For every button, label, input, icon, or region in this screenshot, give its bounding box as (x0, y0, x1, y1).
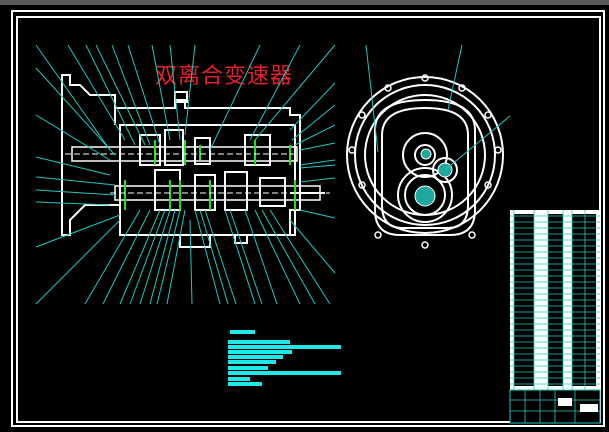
leader-lines (35, 44, 336, 305)
title-block (509, 389, 601, 424)
end-view (346, 76, 504, 236)
end-view-leaders (365, 44, 511, 171)
centerlines (65, 153, 330, 194)
technical-requirements-text (228, 330, 341, 386)
end-view-bolts (348, 74, 502, 249)
drawing-title: 双离合变速器 (155, 64, 294, 89)
section-gear-highlights (124, 140, 296, 210)
top-toolbar-strip (0, 0, 609, 5)
parts-list-table (510, 210, 600, 390)
drawing-border-outer (11, 10, 605, 427)
